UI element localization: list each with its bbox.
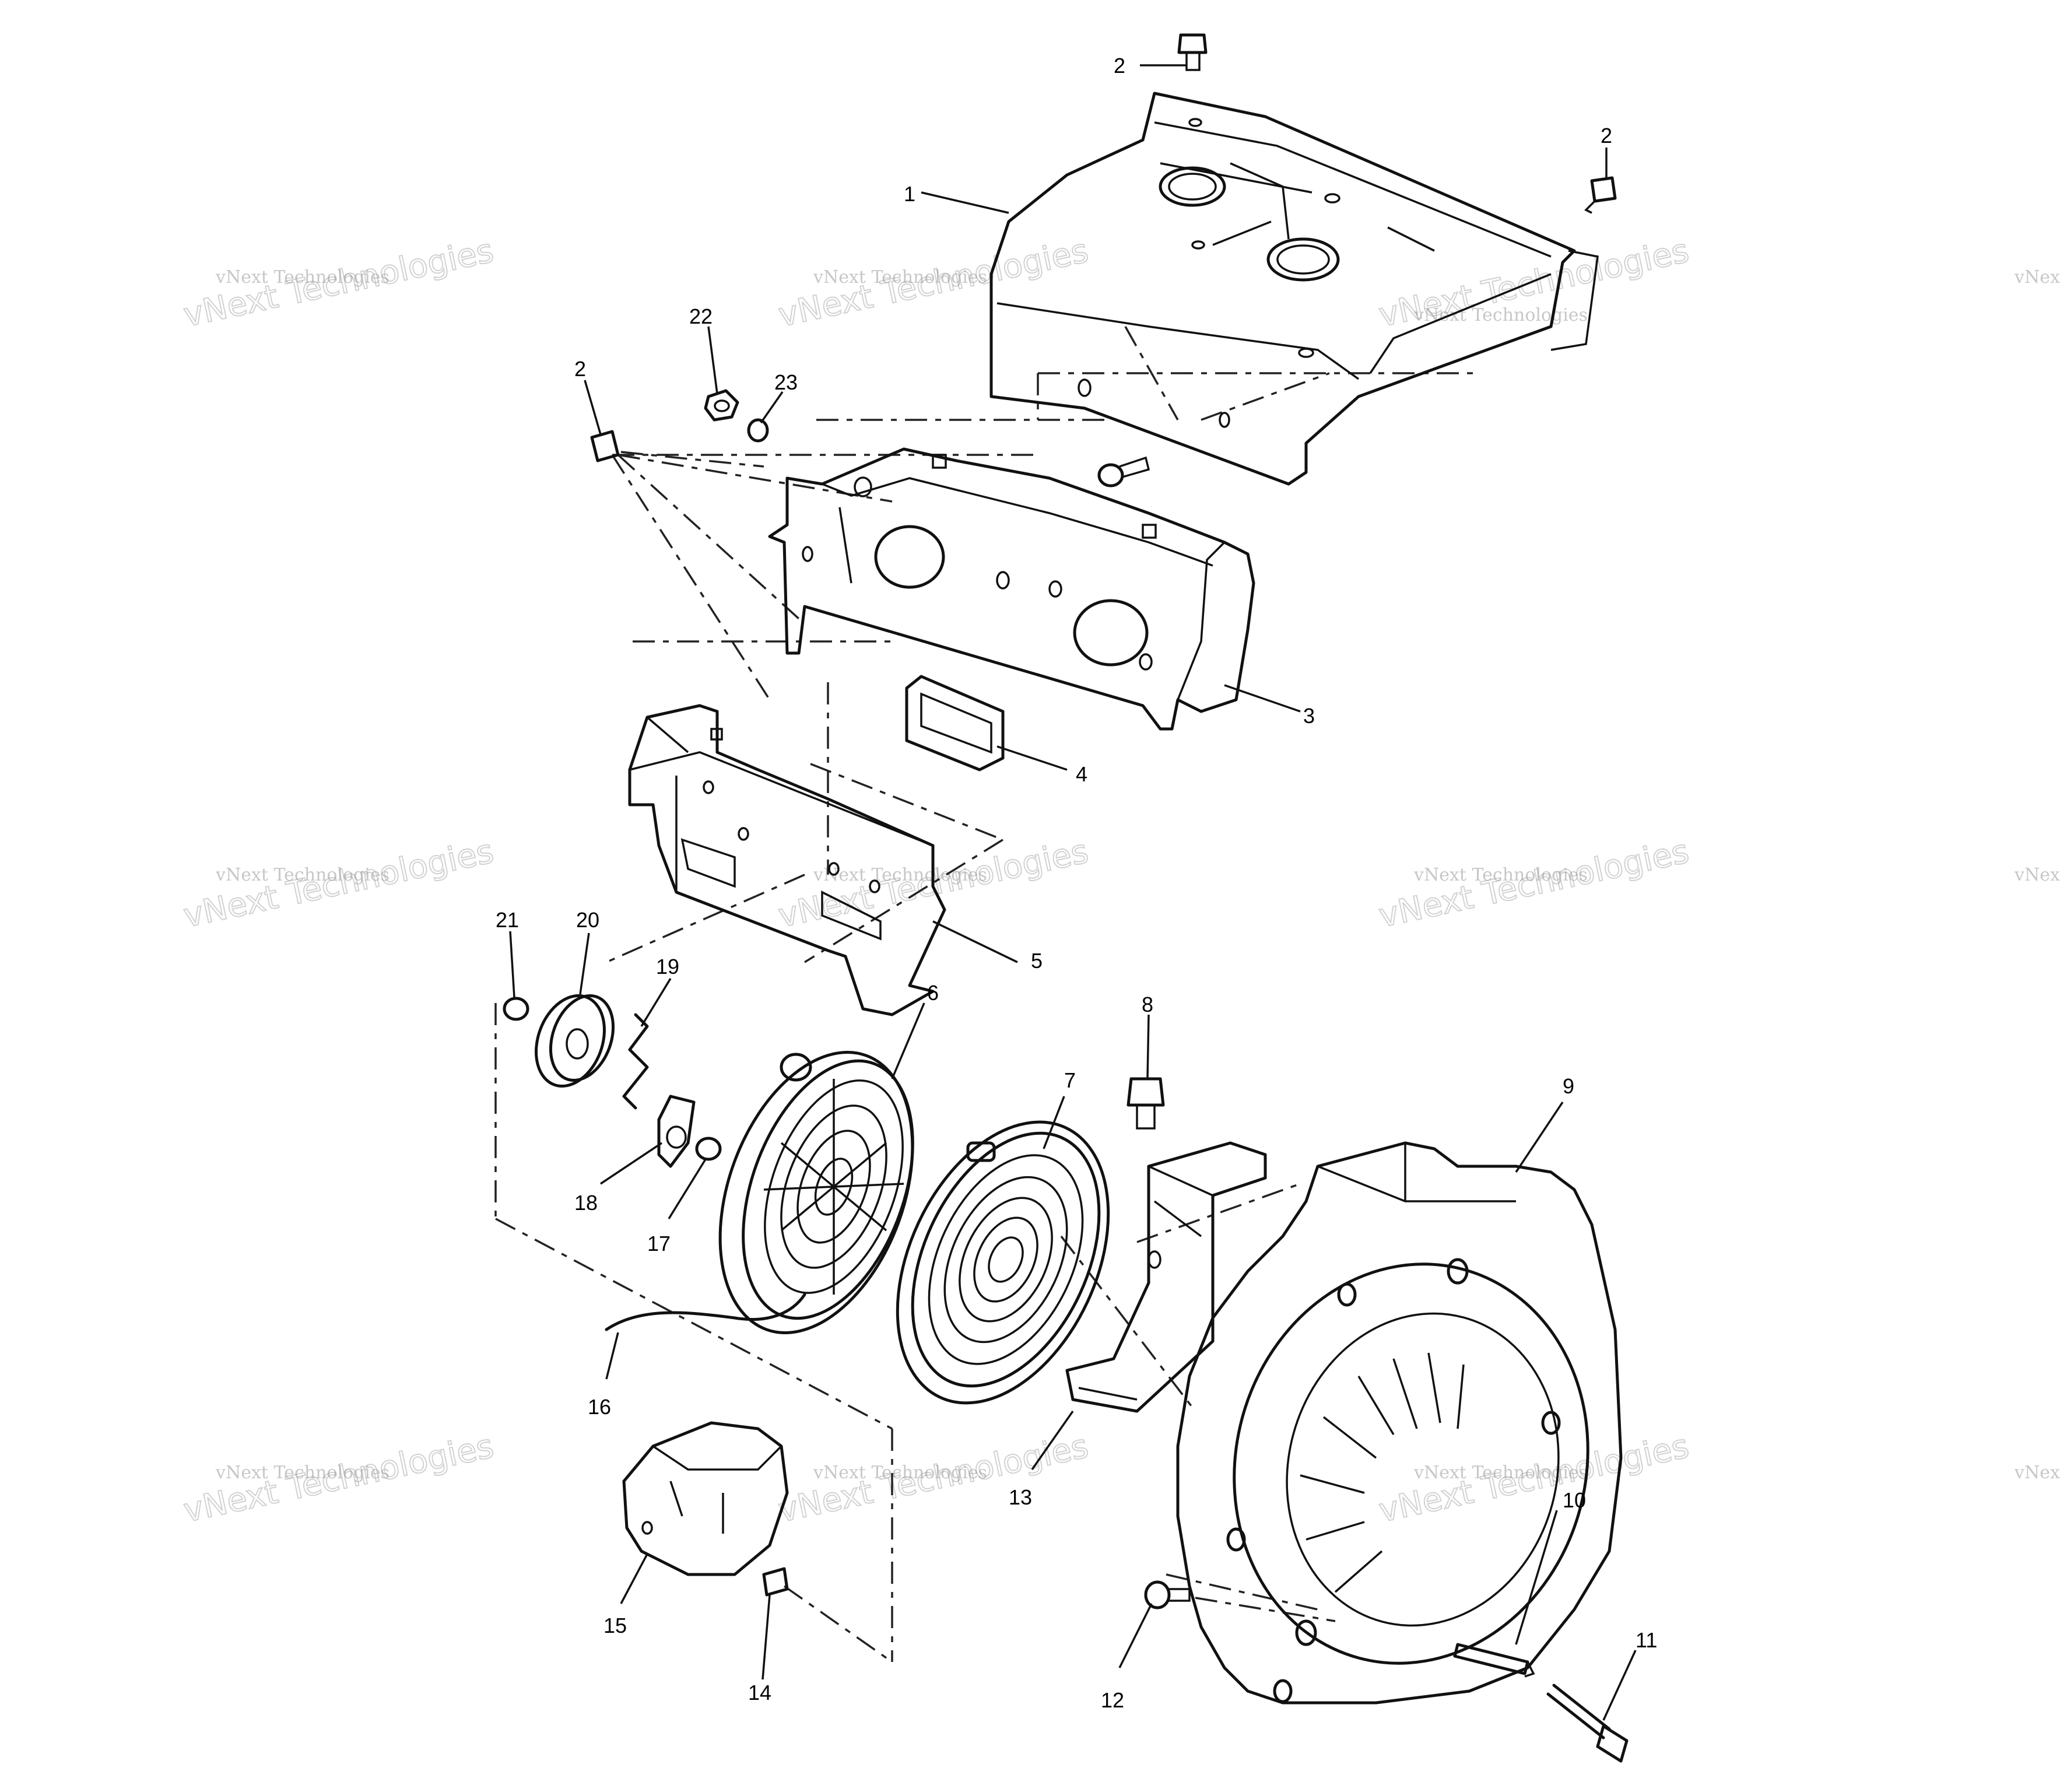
part-9-fan-housing [1176,1141,1623,1705]
part-14-screw [762,1567,789,1597]
watermark-top-left: vNext Technologies vNext Technologies [180,232,497,335]
watermark-text: vNext Technologies [2014,267,2060,287]
callout-5: 5 [1031,949,1043,973]
watermark-mid-edge: vNext Technologies [2014,865,2060,885]
part-4-gasket [905,675,1005,771]
watermark-bottom-center: vNext Technologies vNext Technologies [774,1427,1092,1531]
watermark-bottom-edge: vNext Technologies [2014,1463,2060,1483]
part-16-rope [605,1293,806,1331]
part-19-spring-clip [622,1013,649,1110]
callout-3: 3 [1303,704,1315,728]
watermark-text: vNext Technologies [813,1463,987,1483]
part-3-baffle-plate [768,447,1255,731]
watermark-text: vNext Technologies [1413,305,1588,325]
part-15-pulley-cup [622,1421,789,1576]
callout-18: 18 [574,1191,598,1215]
callout-9: 9 [1563,1074,1574,1098]
callout-22: 22 [689,304,713,328]
part-20-washer-plate [535,994,615,1088]
callout-16: 16 [588,1395,611,1419]
watermark-text: vNext Technologies [215,1463,389,1483]
watermark-mid-left: vNext Technologies vNext Technologies [180,832,497,936]
part-5-lower-bracket [628,704,946,1016]
callout-6: 6 [927,981,939,1005]
watermark-text: vNext Technologies [215,267,389,287]
part-12-screw [1144,1580,1191,1609]
callout-2-right: 2 [1601,124,1612,148]
callout-12: 12 [1101,1688,1124,1712]
callout-2-left: 2 [574,357,586,381]
callout-14: 14 [748,1681,771,1705]
part-2-bolt-right [1584,176,1617,214]
callout-2-top: 2 [1114,54,1125,78]
part-2-bolt-center [1097,456,1150,488]
watermark-text: vNext Technologies [813,267,987,287]
leader-lines [509,64,1637,1721]
part-18-pawl [657,1095,696,1168]
callout-21: 21 [496,908,519,932]
watermark-layer: vNext Technologies vNext Technologies vN… [180,232,2060,1531]
callout-15: 15 [603,1614,627,1637]
part-1-top-shroud [989,92,1599,486]
callout-13: 13 [1009,1485,1032,1509]
part-11-long-bolt [1546,1684,1629,1763]
watermark-mid-right: vNext Technologies vNext Technologies [1375,832,1693,936]
callout-numbers: 1 2 2 2 3 4 5 6 7 8 9 10 11 12 13 14 15 … [496,54,1657,1712]
part-2-bolt-left [590,430,620,462]
watermark-text: vNext Technologies [215,865,389,885]
watermark-text: vNext Technologies [1413,865,1588,885]
watermark-bottom-left: vNext Technologies vNext Technologies [180,1427,497,1531]
part-22-nut [704,389,739,422]
part-7-spring [896,1120,1110,1405]
part-8-bolt [1126,1077,1165,1130]
watermark-top-edge: vNext Technologies [2014,267,2060,287]
watermark-text: vNext Technologies [2014,1463,2060,1483]
watermark-top-right: vNext Technologies vNext Technologies [1375,232,1693,335]
part-23-washer [747,418,769,443]
callout-8: 8 [1142,993,1153,1016]
callout-4: 4 [1076,762,1087,786]
callout-10: 10 [1563,1488,1586,1512]
part-6-recoil-starter [718,1051,914,1334]
callout-17: 17 [647,1232,671,1256]
callout-7: 7 [1064,1068,1076,1092]
part-10-clip [1453,1643,1535,1678]
part-13-bracket [1065,1141,1267,1413]
callout-1: 1 [904,182,915,206]
part-21-nut [503,997,529,1021]
callout-23: 23 [774,370,798,394]
watermark-text: vNext Technologies [1413,1463,1588,1483]
callout-19: 19 [656,955,679,979]
part-2-bolt-top [1177,33,1208,71]
callout-20: 20 [576,908,599,932]
watermark-text: vNext Technologies [2014,865,2060,885]
watermark-bottom-right: vNext Technologies vNext Technologies [1375,1427,1693,1531]
part-17-pin [695,1137,722,1161]
watermark-top-center: vNext Technologies vNext Technologies [774,232,1092,335]
callout-11: 11 [1636,1628,1657,1652]
